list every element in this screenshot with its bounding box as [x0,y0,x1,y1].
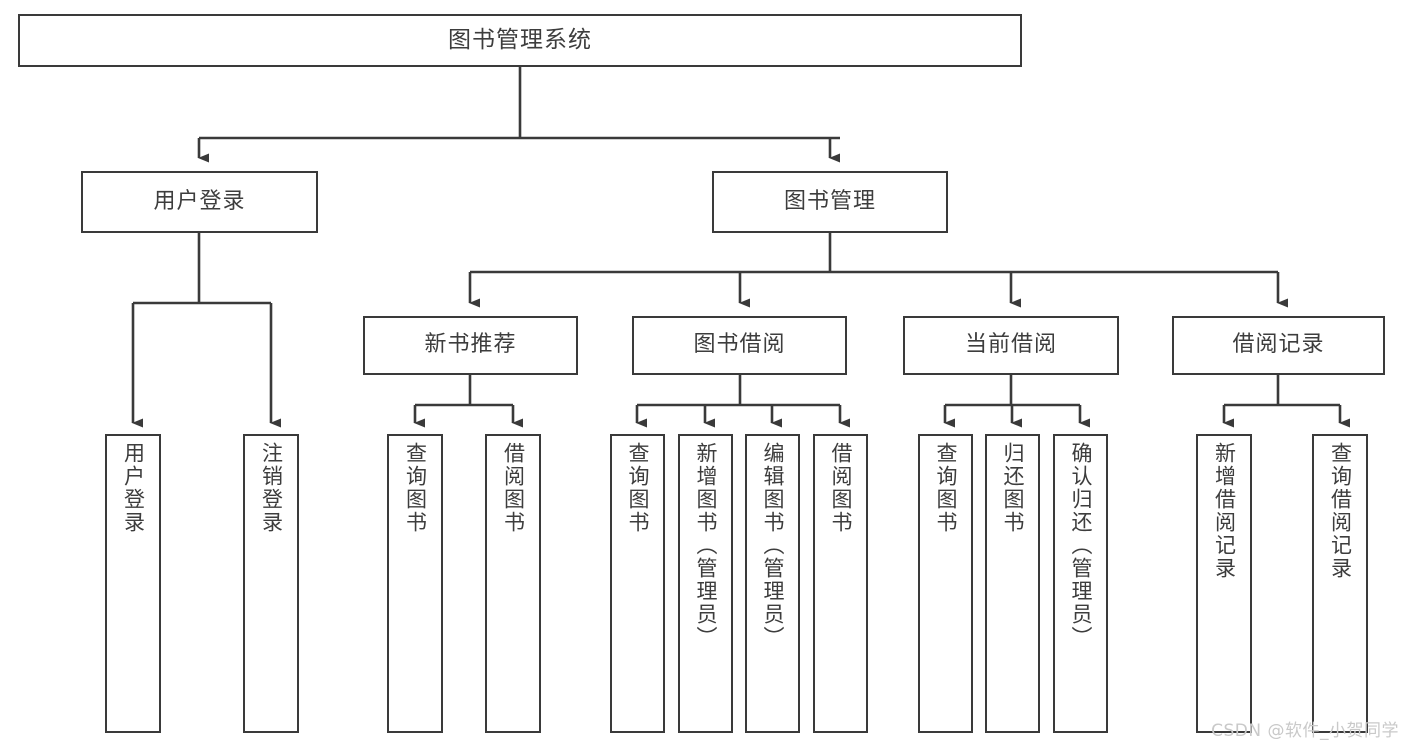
leaf-label: 新增借阅记录 [1212,442,1237,580]
leaf-label: 用户登录 [121,442,146,534]
leaf-record-query-record[interactable]: 查询借阅记录 [1312,434,1368,733]
leaf-label: 新增图书（管理员） [693,442,718,649]
leaf-label: 编辑图书（管理员） [760,442,785,649]
leaf-label: 查询图书 [403,442,428,534]
leaf-label: 查询借阅记录 [1328,442,1353,580]
node-user-login[interactable]: 用户登录 [81,171,318,233]
node-new-book-recommend-label: 新书推荐 [424,332,517,358]
leaf-recommend-query-book[interactable]: 查询图书 [387,434,443,733]
node-root-label: 图书管理系统 [448,26,592,53]
leaf-current-query-book[interactable]: 查询图书 [918,434,973,733]
leaf-label: 归还图书 [1000,442,1025,534]
leaf-label: 查询图书 [933,442,958,534]
node-book-borrow-label: 图书借阅 [693,332,786,358]
leaf-current-confirm-return-admin[interactable]: 确认归还（管理员） [1053,434,1108,733]
node-current-borrow[interactable]: 当前借阅 [903,316,1119,375]
leaf-borrow-borrow-book[interactable]: 借阅图书 [813,434,868,733]
leaf-label: 查询图书 [625,442,650,534]
node-user-login-label: 用户登录 [153,188,246,214]
leaf-user-login-signout[interactable]: 注销登录 [243,434,299,733]
node-borrow-record-label: 借阅记录 [1232,332,1325,358]
leaf-label: 借阅图书 [501,442,526,534]
leaf-borrow-add-book-admin[interactable]: 新增图书（管理员） [678,434,733,733]
node-book-management-label: 图书管理 [783,188,876,214]
leaf-label: 确认归还（管理员） [1068,442,1093,649]
node-new-book-recommend[interactable]: 新书推荐 [363,316,578,375]
leaf-borrow-edit-book-admin[interactable]: 编辑图书（管理员） [745,434,800,733]
leaf-recommend-borrow-book[interactable]: 借阅图书 [485,434,541,733]
leaf-current-return-book[interactable]: 归还图书 [985,434,1040,733]
leaf-user-login-signin[interactable]: 用户登录 [105,434,161,733]
csdn-watermark: CSDN @软件_小贺同学 [1211,721,1399,741]
node-borrow-record[interactable]: 借阅记录 [1172,316,1385,375]
node-book-borrow[interactable]: 图书借阅 [632,316,847,375]
node-root-library-system[interactable]: 图书管理系统 [18,14,1022,67]
leaf-record-add-record[interactable]: 新增借阅记录 [1196,434,1252,733]
leaf-borrow-query-book[interactable]: 查询图书 [610,434,665,733]
node-book-management[interactable]: 图书管理 [712,171,948,233]
leaf-label: 注销登录 [259,442,284,534]
leaf-label: 借阅图书 [828,442,853,534]
node-current-borrow-label: 当前借阅 [964,332,1057,358]
